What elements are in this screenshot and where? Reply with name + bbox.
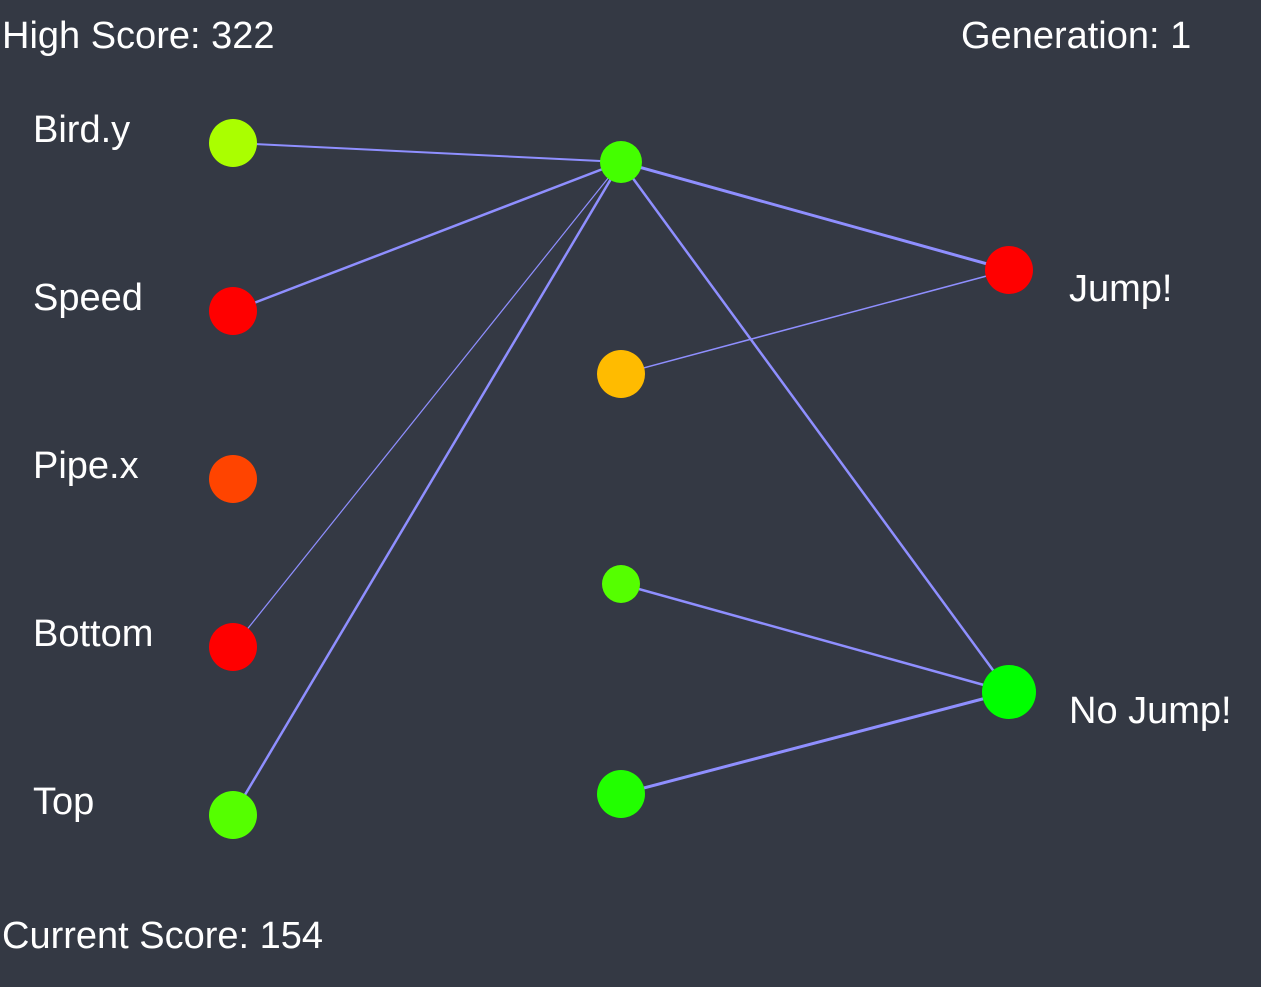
connection-input-3-hidden-0	[232, 161, 622, 648]
output-label-jump: Jump!	[1069, 268, 1173, 310]
input-label-top: Top	[33, 781, 95, 823]
connection-input-4-hidden-0	[231, 161, 623, 816]
output-label-no-jump: No Jump!	[1069, 690, 1232, 732]
connection-input-0-hidden-0	[232, 142, 622, 163]
input-node-3	[209, 623, 257, 671]
input-node-4	[209, 791, 257, 839]
connection-hidden-1-output-0	[620, 269, 1010, 375]
connections-layer	[231, 142, 1011, 816]
hidden-node-2	[602, 565, 640, 603]
input-node-1	[209, 287, 257, 335]
input-label-bottom: Bottom	[33, 613, 154, 655]
connection-hidden-0-output-0	[620, 160, 1010, 272]
generation-label: Generation: 1	[961, 15, 1192, 57]
output-node-1	[982, 665, 1036, 719]
current-score-label: Current Score: 154	[2, 915, 324, 957]
connection-hidden-3-output-1	[620, 690, 1010, 796]
hidden-node-3	[597, 770, 645, 818]
hidden-node-0	[600, 141, 642, 183]
connection-input-1-hidden-0	[232, 160, 622, 313]
input-label-bird-y: Bird.y	[33, 109, 131, 151]
input-label-speed: Speed	[33, 277, 143, 319]
hidden-node-1	[597, 350, 645, 398]
neurons-layer	[209, 119, 1036, 839]
connection-hidden-2-output-1	[620, 582, 1010, 694]
input-node-2	[209, 455, 257, 503]
output-node-0	[985, 246, 1033, 294]
input-label-pipe-x: Pipe.x	[33, 445, 139, 487]
connection-hidden-0-output-1	[619, 161, 1011, 693]
input-node-0	[209, 119, 257, 167]
high-score-label: High Score: 322	[2, 15, 275, 57]
